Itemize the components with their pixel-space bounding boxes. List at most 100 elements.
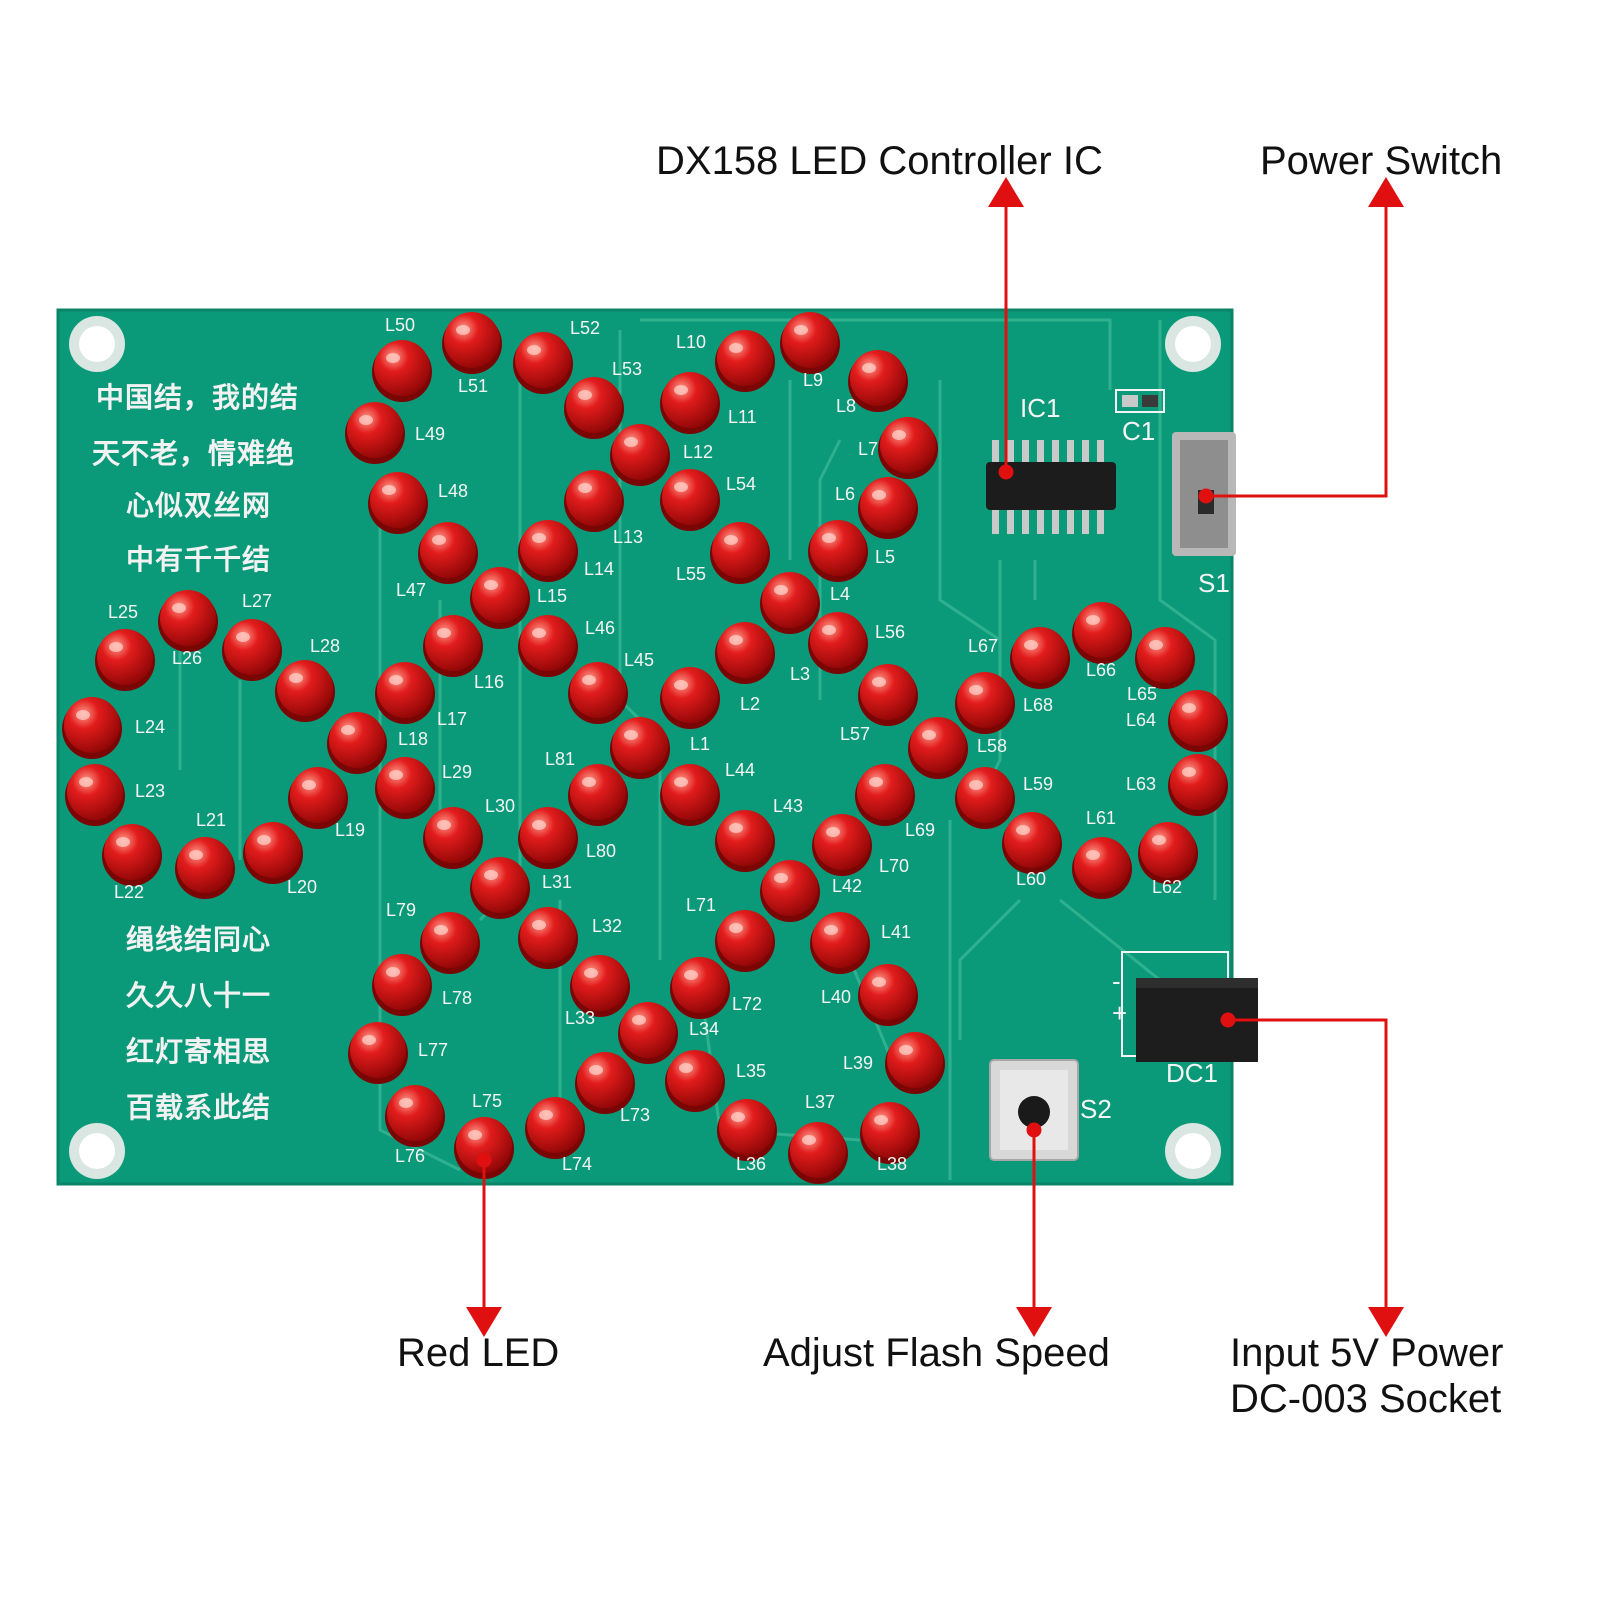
led-silk-label: L16 bbox=[474, 672, 504, 692]
led-silk-label: L45 bbox=[624, 650, 654, 670]
switch-callout-label: Power Switch bbox=[1260, 139, 1503, 183]
red-led bbox=[848, 350, 908, 412]
led-silk-label: L15 bbox=[537, 586, 567, 606]
red-led bbox=[102, 824, 162, 886]
led-silk-label: L17 bbox=[437, 709, 467, 729]
red-led bbox=[327, 712, 387, 774]
red-led bbox=[348, 1022, 408, 1084]
red-led bbox=[575, 1052, 635, 1114]
ic-pin bbox=[1097, 508, 1104, 534]
red-led bbox=[525, 1097, 585, 1159]
red-led bbox=[717, 1099, 777, 1161]
led-silk-label: L48 bbox=[438, 481, 468, 501]
red-led bbox=[855, 764, 915, 826]
led-silk-label: L24 bbox=[135, 717, 165, 737]
led-silk-label: L78 bbox=[442, 988, 472, 1008]
led-silk-label: L1 bbox=[690, 734, 710, 754]
ic-pin bbox=[1007, 508, 1014, 534]
poem-line: 百载系此结 bbox=[126, 1091, 272, 1124]
led-silk-label: L75 bbox=[472, 1091, 502, 1111]
red-led bbox=[618, 1002, 678, 1064]
red-led bbox=[470, 857, 530, 919]
led-silk-label: L64 bbox=[1126, 710, 1156, 730]
ic-pin bbox=[1052, 440, 1059, 466]
led-silk-label: L19 bbox=[335, 820, 365, 840]
led-silk-label: L44 bbox=[725, 760, 755, 780]
red-led bbox=[858, 964, 918, 1026]
red-led bbox=[372, 340, 432, 402]
led-silk-label: L60 bbox=[1016, 869, 1046, 889]
led-silk-label: L30 bbox=[485, 796, 515, 816]
mounting-hole bbox=[69, 1123, 125, 1179]
led-silk-label: L32 bbox=[592, 916, 622, 936]
red-led bbox=[715, 330, 775, 392]
led-silk-label: L27 bbox=[242, 591, 272, 611]
red-led bbox=[175, 837, 235, 899]
red-led bbox=[760, 572, 820, 634]
socket-silk-label: DC1 bbox=[1166, 1058, 1218, 1088]
red-led bbox=[62, 697, 122, 759]
cap-silk-label: C1 bbox=[1122, 416, 1155, 446]
poem-line: 红灯寄相思 bbox=[126, 1035, 272, 1068]
led-silk-label: L62 bbox=[1152, 877, 1182, 897]
red-led bbox=[65, 764, 125, 826]
led-silk-label: L80 bbox=[586, 841, 616, 861]
led-silk-label: L49 bbox=[415, 424, 445, 444]
led-silk-label: L39 bbox=[843, 1053, 873, 1073]
led-silk-label: L77 bbox=[418, 1040, 448, 1060]
red-led bbox=[885, 1032, 945, 1094]
red-led bbox=[513, 332, 573, 394]
red-led bbox=[610, 717, 670, 779]
led-silk-label: L46 bbox=[585, 618, 615, 638]
led-silk-label: L26 bbox=[172, 648, 202, 668]
ic-pin bbox=[1097, 440, 1104, 466]
red-led bbox=[660, 469, 720, 531]
led-silk-label: L67 bbox=[968, 636, 998, 656]
ic-pin bbox=[992, 440, 999, 466]
callout-arrows bbox=[466, 177, 1404, 1337]
led-silk-label: L42 bbox=[832, 876, 862, 896]
red-led bbox=[564, 377, 624, 439]
led-silk-label: L28 bbox=[310, 636, 340, 656]
switch-arrow bbox=[1206, 177, 1404, 498]
red-led bbox=[243, 822, 303, 884]
red-led bbox=[518, 615, 578, 677]
red-led bbox=[808, 612, 868, 674]
red-led bbox=[518, 907, 578, 969]
button-silk-label: S2 bbox=[1080, 1094, 1112, 1124]
led-silk-label: L61 bbox=[1086, 808, 1116, 828]
red-led bbox=[275, 660, 335, 722]
led-silk-label: L21 bbox=[196, 810, 226, 830]
red-led bbox=[372, 954, 432, 1016]
poem-line: 久久八十一 bbox=[126, 979, 272, 1012]
poem-line: 心似双丝网 bbox=[126, 489, 272, 522]
power-callout-label-line1: Input 5V Power bbox=[1230, 1331, 1504, 1375]
led-silk-label: L33 bbox=[565, 1008, 595, 1028]
power-arrow bbox=[1228, 1018, 1404, 1337]
ic-silk-label: IC1 bbox=[1020, 393, 1060, 423]
red-led bbox=[1072, 602, 1132, 664]
red-led bbox=[860, 1102, 920, 1164]
led-silk-label: L56 bbox=[875, 622, 905, 642]
red-led bbox=[1168, 754, 1228, 816]
controller-ic: IC1 bbox=[986, 391, 1116, 534]
led-callout-label: Red LED bbox=[397, 1331, 560, 1375]
led-silk-label: L66 bbox=[1086, 660, 1116, 680]
red-led bbox=[710, 522, 770, 584]
led-silk-label: L3 bbox=[790, 664, 810, 684]
led-silk-label: L37 bbox=[805, 1092, 835, 1112]
led-silk-label: L71 bbox=[686, 895, 716, 915]
led-silk-label: L34 bbox=[689, 1019, 719, 1039]
led-silk-label: L23 bbox=[135, 781, 165, 801]
red-led bbox=[222, 619, 282, 681]
ic-pin bbox=[1022, 508, 1029, 534]
power-callout-label-line2: DC-003 Socket bbox=[1230, 1377, 1502, 1421]
red-led bbox=[760, 860, 820, 922]
led-silk-label: L52 bbox=[570, 318, 600, 338]
speed-callout-label: Adjust Flash Speed bbox=[763, 1331, 1110, 1375]
red-led bbox=[858, 477, 918, 539]
poem-line: 中国结，我的结 bbox=[96, 381, 300, 414]
red-led bbox=[518, 807, 578, 869]
led-silk-label: L20 bbox=[287, 877, 317, 897]
